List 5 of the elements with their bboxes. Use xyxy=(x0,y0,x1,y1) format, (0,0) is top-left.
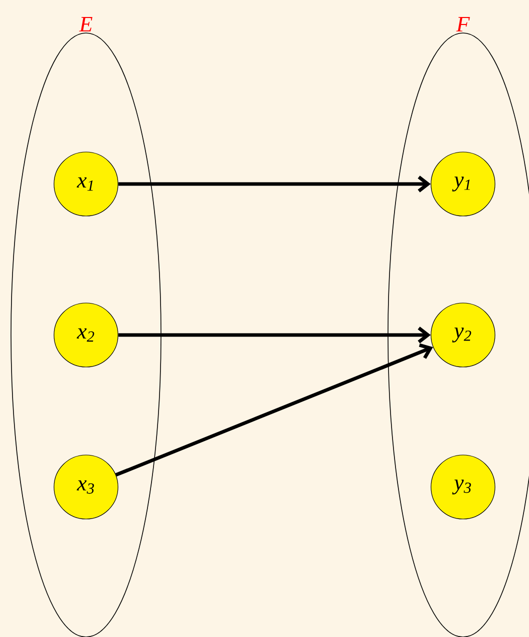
arrow xyxy=(115,343,434,477)
node-label: F xyxy=(456,16,470,32)
arrow xyxy=(118,326,431,344)
node-label: E xyxy=(79,16,92,32)
arrow xyxy=(118,176,431,192)
